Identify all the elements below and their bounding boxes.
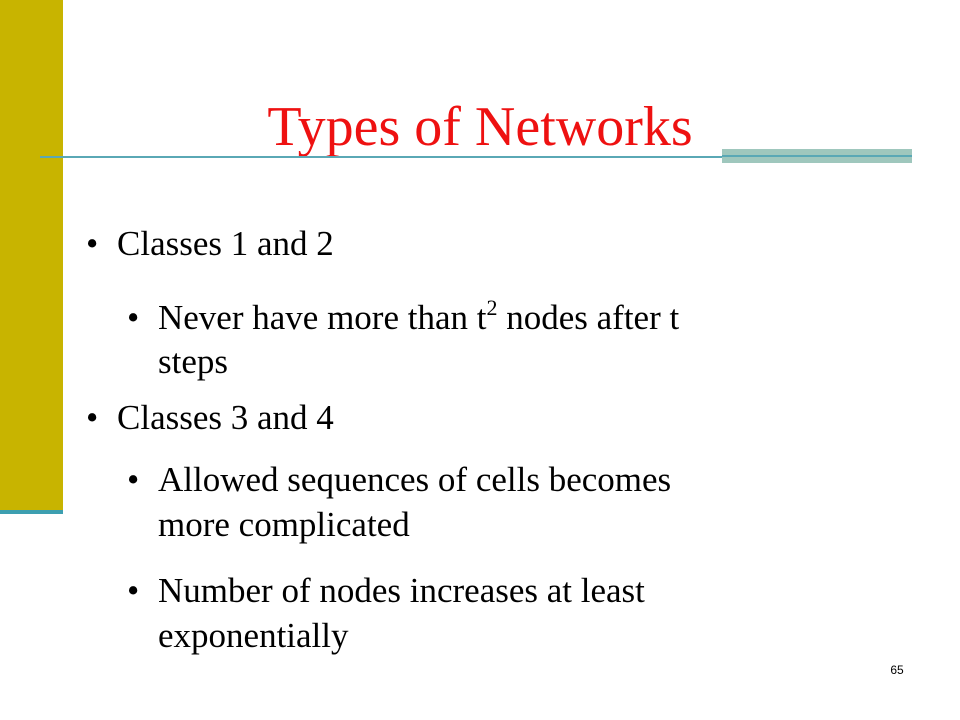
bullet-level1: • Classes 3 and 4: [86, 396, 334, 440]
bullet-text-wrap: more complicated: [158, 505, 410, 544]
side-accent-bar: [0, 0, 63, 510]
bullet-text: Never have more than t: [158, 298, 487, 337]
bullet-text: Classes 3 and 4: [117, 398, 334, 437]
bullet-text: Number of nodes increases at least: [158, 571, 645, 610]
bullet-marker: •: [86, 398, 99, 437]
bullet-level1: • Classes 1 and 2: [86, 222, 334, 266]
bullet-level2-wrap: steps: [158, 340, 228, 384]
bullet-level2: • Allowed sequences of cells becomes: [127, 458, 672, 502]
side-bar-underline: [0, 510, 63, 514]
bullet-text-wrap: steps: [158, 342, 228, 381]
bullet-text: Allowed sequences of cells becomes: [158, 460, 672, 499]
bullet-text-wrap: exponentially: [158, 616, 349, 655]
bullet-marker: •: [86, 224, 99, 263]
bullet-marker: •: [127, 460, 140, 499]
bullet-text: Classes 1 and 2: [117, 224, 334, 263]
bullet-level2: • Never have more than t2 nodes after t: [127, 295, 680, 340]
page-number: 65: [890, 663, 904, 677]
bullet-level2: • Number of nodes increases at least: [127, 569, 645, 613]
title-accent-line: [722, 155, 912, 157]
slide-title: Types of Networks: [267, 96, 693, 158]
bullet-level2-wrap: more complicated: [158, 503, 410, 547]
bullet-text-continued: nodes after t: [497, 298, 680, 337]
bullet-marker: •: [127, 298, 140, 337]
title-divider-line: [40, 156, 870, 158]
bullet-marker: •: [127, 571, 140, 610]
bullet-level2-wrap: exponentially: [158, 614, 349, 658]
superscript: 2: [486, 295, 498, 320]
